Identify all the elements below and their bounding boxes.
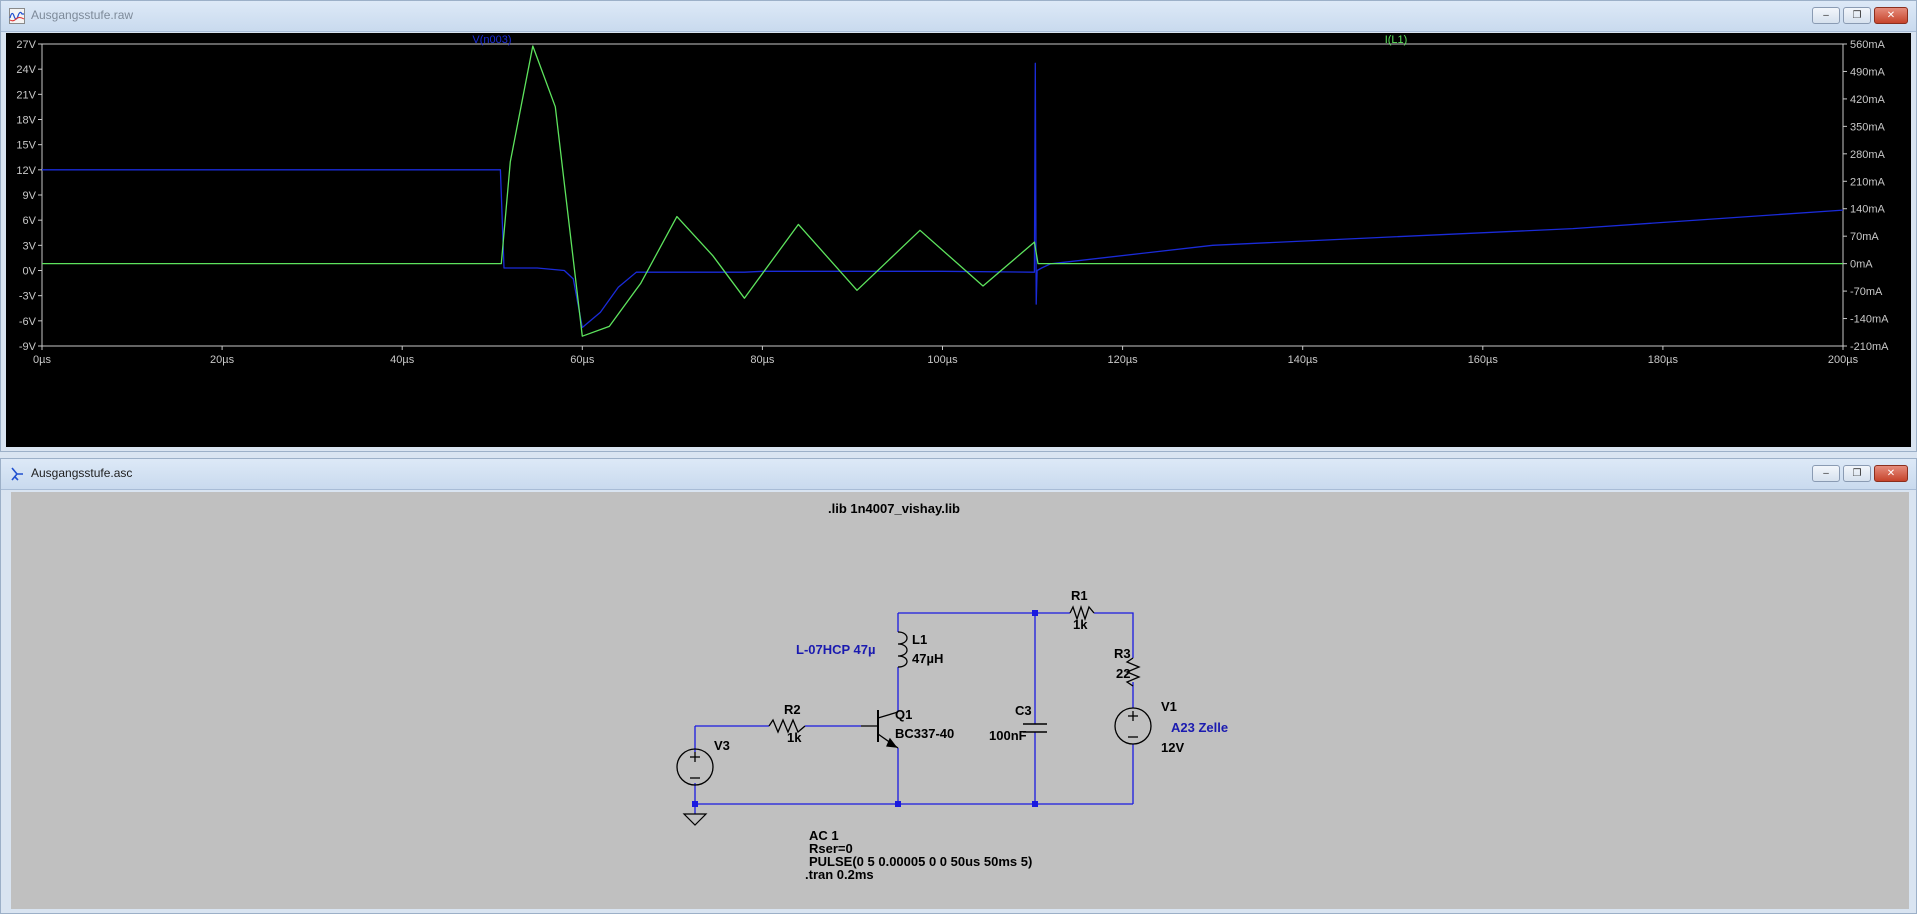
y-right-tick-label: -70mA	[1850, 286, 1883, 298]
schematic-window[interactable]: Ausgangsstufe.asc ‒ ❐ ✕	[0, 458, 1917, 914]
x-tick-label: 160µs	[1468, 354, 1499, 366]
minimize-button[interactable]: ‒	[1812, 465, 1840, 482]
minimize-icon: ‒	[1823, 9, 1829, 21]
close-icon: ✕	[1886, 9, 1896, 21]
x-tick-label: 200µs	[1828, 354, 1859, 366]
trace-layer	[42, 45, 1844, 337]
r2-resistor[interactable]	[768, 718, 806, 734]
x-tick-label: 140µs	[1288, 354, 1319, 366]
close-button[interactable]: ✕	[1874, 7, 1908, 24]
rser-directive[interactable]: Rser=0	[809, 841, 853, 856]
pulse-directive[interactable]: PULSE(0 5 0.00005 0 0 50us 50ms 5)	[809, 854, 1032, 869]
y-left-tick-label: 18V	[16, 115, 36, 127]
minimize-button[interactable]: ‒	[1812, 7, 1840, 24]
trace-label-voltage[interactable]: V(n003)	[472, 34, 511, 46]
y-left-tick-label: -3V	[19, 291, 37, 303]
plot-svg[interactable]: 0µs 20µs 40µs 60µs 80µs 100µs 120µs 140µs 160µs 1…	[6, 33, 1911, 447]
y-right-tick-label: 280mA	[1850, 149, 1886, 161]
y-left-tick-label: 21V	[16, 89, 36, 101]
schematic-titlebar[interactable]: Ausgangsstufe.asc ‒ ❐ ✕	[1, 459, 1916, 490]
y-right-tick-label: 560mA	[1850, 39, 1886, 51]
l1-name[interactable]: L1	[912, 632, 927, 647]
y-left-tick-label: 9V	[23, 190, 37, 202]
x-tick-label: 180µs	[1648, 354, 1679, 366]
r1-resistor[interactable]	[1069, 604, 1095, 622]
y-left-tick-label: 24V	[16, 64, 36, 76]
restore-icon: ❐	[1852, 9, 1862, 21]
restore-button[interactable]: ❐	[1843, 465, 1871, 482]
plot-frame	[41, 43, 1844, 347]
c3-capacitor[interactable]	[1023, 723, 1047, 733]
y-right-tick-label: 210mA	[1850, 176, 1886, 188]
axis-layer: 0µs 20µs 40µs 60µs 80µs 100µs 120µs 140µs 160µs 1…	[16, 39, 1889, 366]
r3-name[interactable]: R3	[1114, 646, 1131, 661]
y-left-tick-label: -9V	[19, 341, 37, 353]
x-tick-label: 60µs	[570, 354, 595, 366]
r3-value[interactable]: 22	[1116, 666, 1130, 681]
r2-name[interactable]: R2	[784, 702, 801, 717]
c3-name[interactable]: C3	[1015, 703, 1032, 718]
lib-directive[interactable]: .lib 1n4007_vishay.lib	[828, 501, 960, 516]
waveform-window[interactable]: Ausgangsstufe.raw ‒ ❐ ✕ 0µs 20µs 40µs 60µs 8…	[0, 0, 1917, 452]
y-right-tick-label: 70mA	[1850, 231, 1879, 243]
restore-icon: ❐	[1852, 467, 1862, 479]
y-right-tick-label: 140mA	[1850, 204, 1886, 216]
l1-model[interactable]: L-07HCP 47µ	[796, 642, 876, 657]
tran-directive[interactable]: .tran 0.2ms	[805, 867, 874, 882]
y-left-tick-label: 15V	[16, 140, 36, 152]
x-tick-label: 0µs	[33, 354, 51, 366]
junctions	[692, 610, 1038, 807]
v3-source[interactable]	[676, 748, 714, 786]
r2-value[interactable]: 1k	[787, 730, 802, 745]
schematic-svg[interactable]: .lib 1n4007_vishay.lib R1 1k L1 47µH R3 …	[11, 492, 1909, 909]
r1-name[interactable]: R1	[1071, 588, 1088, 603]
y-left-tick-label: -6V	[19, 316, 37, 328]
y-right-tick-label: 350mA	[1850, 121, 1886, 133]
y-right-tick-label: 420mA	[1850, 94, 1886, 106]
close-icon: ✕	[1886, 467, 1896, 479]
x-tick-label: 120µs	[1107, 354, 1138, 366]
v1-name[interactable]: V1	[1161, 699, 1177, 714]
y-left-tick-label: 0V	[23, 266, 37, 278]
plot-pane[interactable]: 0µs 20µs 40µs 60µs 80µs 100µs 120µs 140µs 160µs 1…	[6, 33, 1911, 447]
y-right-tick-label: -140mA	[1850, 314, 1889, 326]
q1-name[interactable]: Q1	[895, 707, 912, 722]
x-tick-label: 80µs	[750, 354, 775, 366]
trace-current[interactable]	[42, 45, 1843, 337]
waveform-window-title: Ausgangsstufe.raw	[31, 8, 134, 22]
ground-symbol	[682, 813, 708, 826]
q1-value[interactable]: BC337-40	[895, 726, 954, 741]
schematic-icon	[11, 467, 23, 481]
y-right-tick-label: 490mA	[1850, 66, 1886, 78]
y-left-tick-label: 12V	[16, 165, 36, 177]
r1-value[interactable]: 1k	[1073, 617, 1088, 632]
y-left-tick-label: 3V	[23, 240, 37, 252]
y-right-tick-label: -210mA	[1850, 341, 1889, 353]
trace-label-current[interactable]: I(L1)	[1385, 34, 1408, 46]
r3-resistor[interactable]	[1125, 657, 1141, 687]
x-tick-label: 20µs	[210, 354, 235, 366]
minimize-icon: ‒	[1823, 467, 1829, 479]
v1-model[interactable]: A23 Zelle	[1171, 720, 1228, 735]
v3-name[interactable]: V3	[714, 738, 730, 753]
q1-transistor[interactable]	[861, 710, 899, 749]
x-tick-label: 100µs	[927, 354, 958, 366]
y-left-tick-label: 6V	[23, 215, 37, 227]
x-tick-label: 40µs	[390, 354, 415, 366]
y-left-tick-label: 27V	[16, 39, 36, 51]
waveform-titlebar[interactable]: Ausgangsstufe.raw ‒ ❐ ✕	[1, 1, 1916, 32]
c3-value[interactable]: 100nF	[989, 728, 1027, 743]
schematic-window-title: Ausgangsstufe.asc	[31, 466, 133, 480]
v1-source[interactable]	[1114, 707, 1152, 745]
restore-button[interactable]: ❐	[1843, 7, 1871, 24]
ac-directive[interactable]: AC 1	[809, 828, 839, 843]
waveform-icon	[9, 8, 25, 24]
trace-voltage[interactable]	[42, 62, 1844, 329]
schematic-canvas[interactable]: .lib 1n4007_vishay.lib R1 1k L1 47µH R3 …	[11, 492, 1909, 909]
l1-value[interactable]: 47µH	[912, 651, 943, 666]
l1-inductor[interactable]	[897, 631, 908, 668]
close-button[interactable]: ✕	[1874, 465, 1908, 482]
v1-value[interactable]: 12V	[1161, 740, 1184, 755]
y-right-tick-label: 0mA	[1850, 259, 1873, 271]
